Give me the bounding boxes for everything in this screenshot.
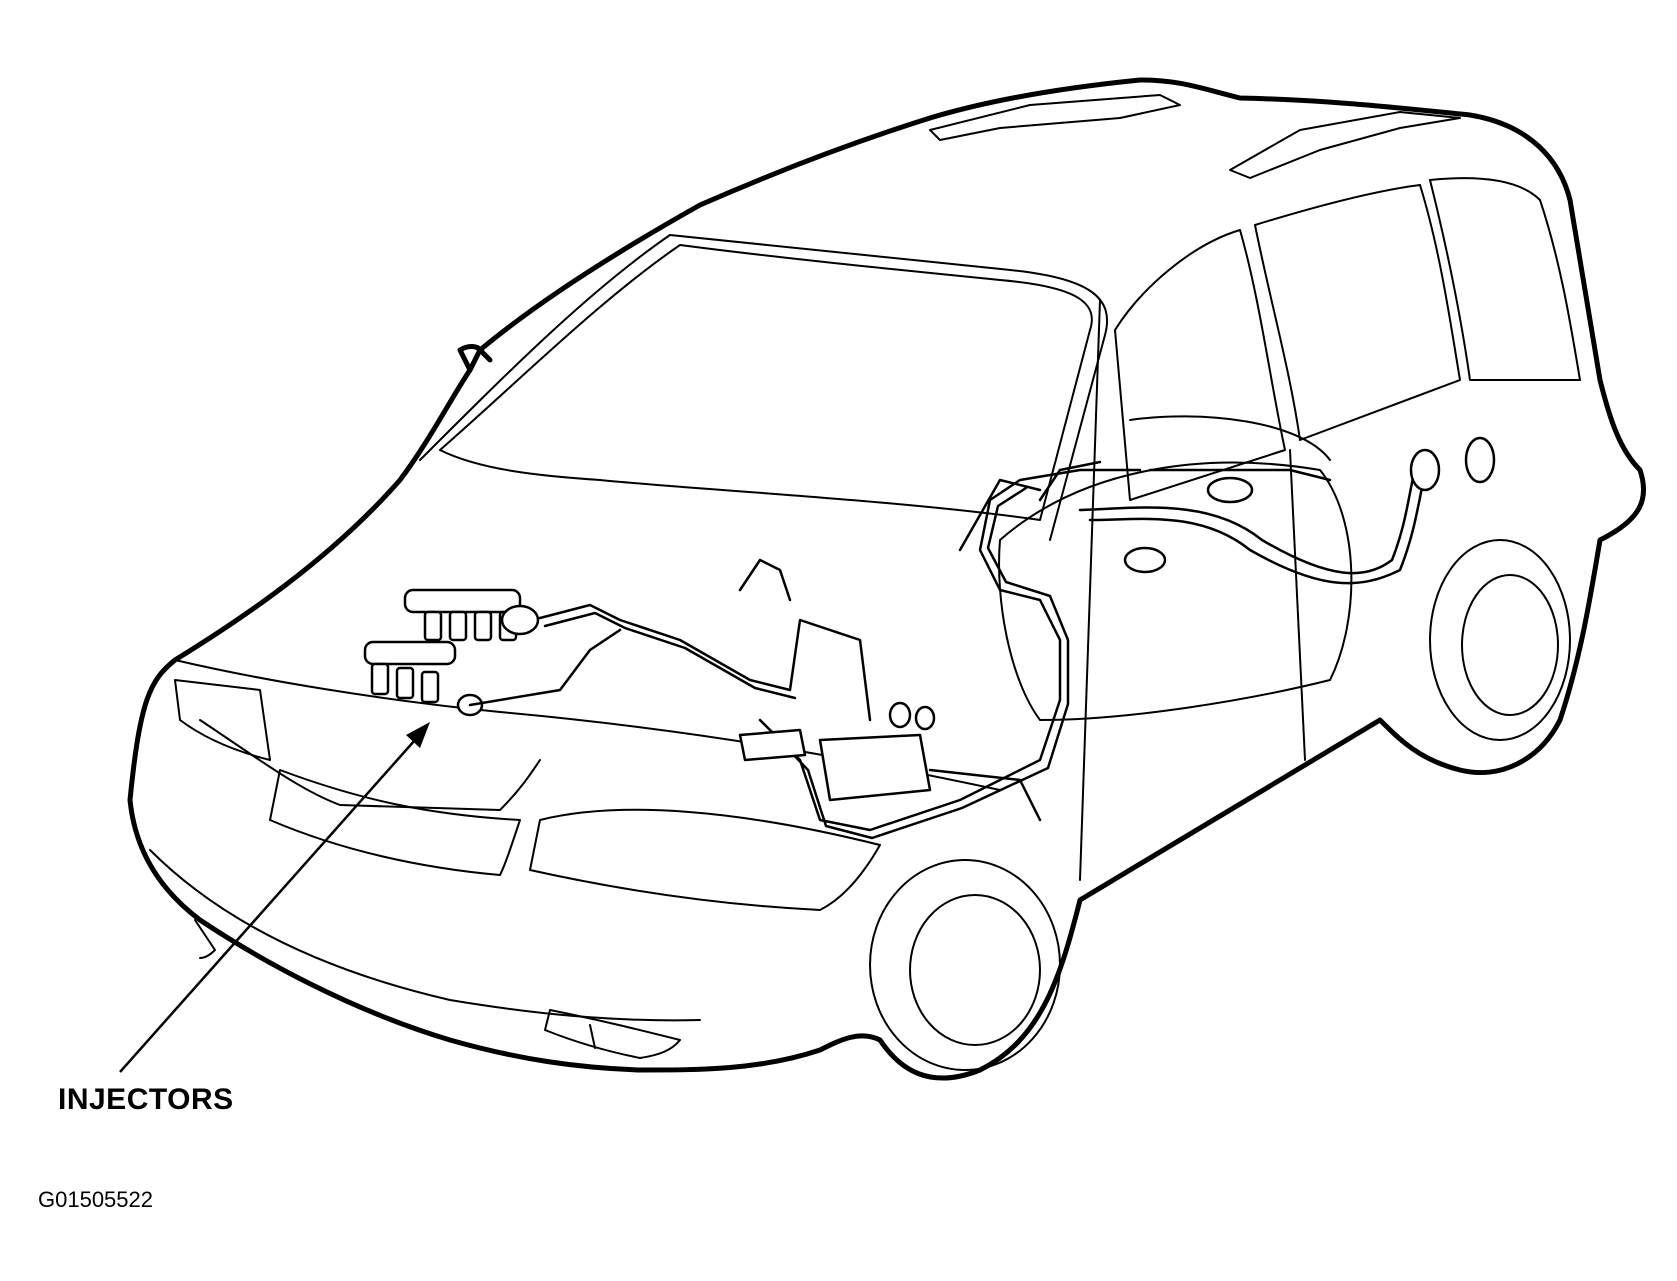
- side-windows: [1079, 177, 1581, 881]
- evap-canister: [738, 701, 1042, 822]
- fuel-tank: [998, 415, 1353, 721]
- injectors-leader: [119, 722, 430, 1073]
- fuel-filler-neck: [1123, 436, 1496, 574]
- windshield: [419, 234, 1109, 541]
- figure-id-label: G01505522: [38, 1187, 153, 1212]
- leader-arrowhead: [406, 722, 430, 748]
- headlight-right: [529, 808, 881, 911]
- front-end: [149, 659, 1001, 1059]
- front-bumper: [149, 849, 701, 1022]
- fuel-lines: [468, 453, 1432, 840]
- vehicle-body-outline: [127, 77, 1647, 1081]
- injectors-callout-label: INJECTORS: [58, 1083, 234, 1116]
- headlight-left: [174, 679, 271, 761]
- front-wheel: [869, 859, 1061, 1071]
- rear-wheel: [1429, 539, 1571, 741]
- fuel-rail-injectors: [363, 588, 540, 717]
- grille: [269, 769, 521, 876]
